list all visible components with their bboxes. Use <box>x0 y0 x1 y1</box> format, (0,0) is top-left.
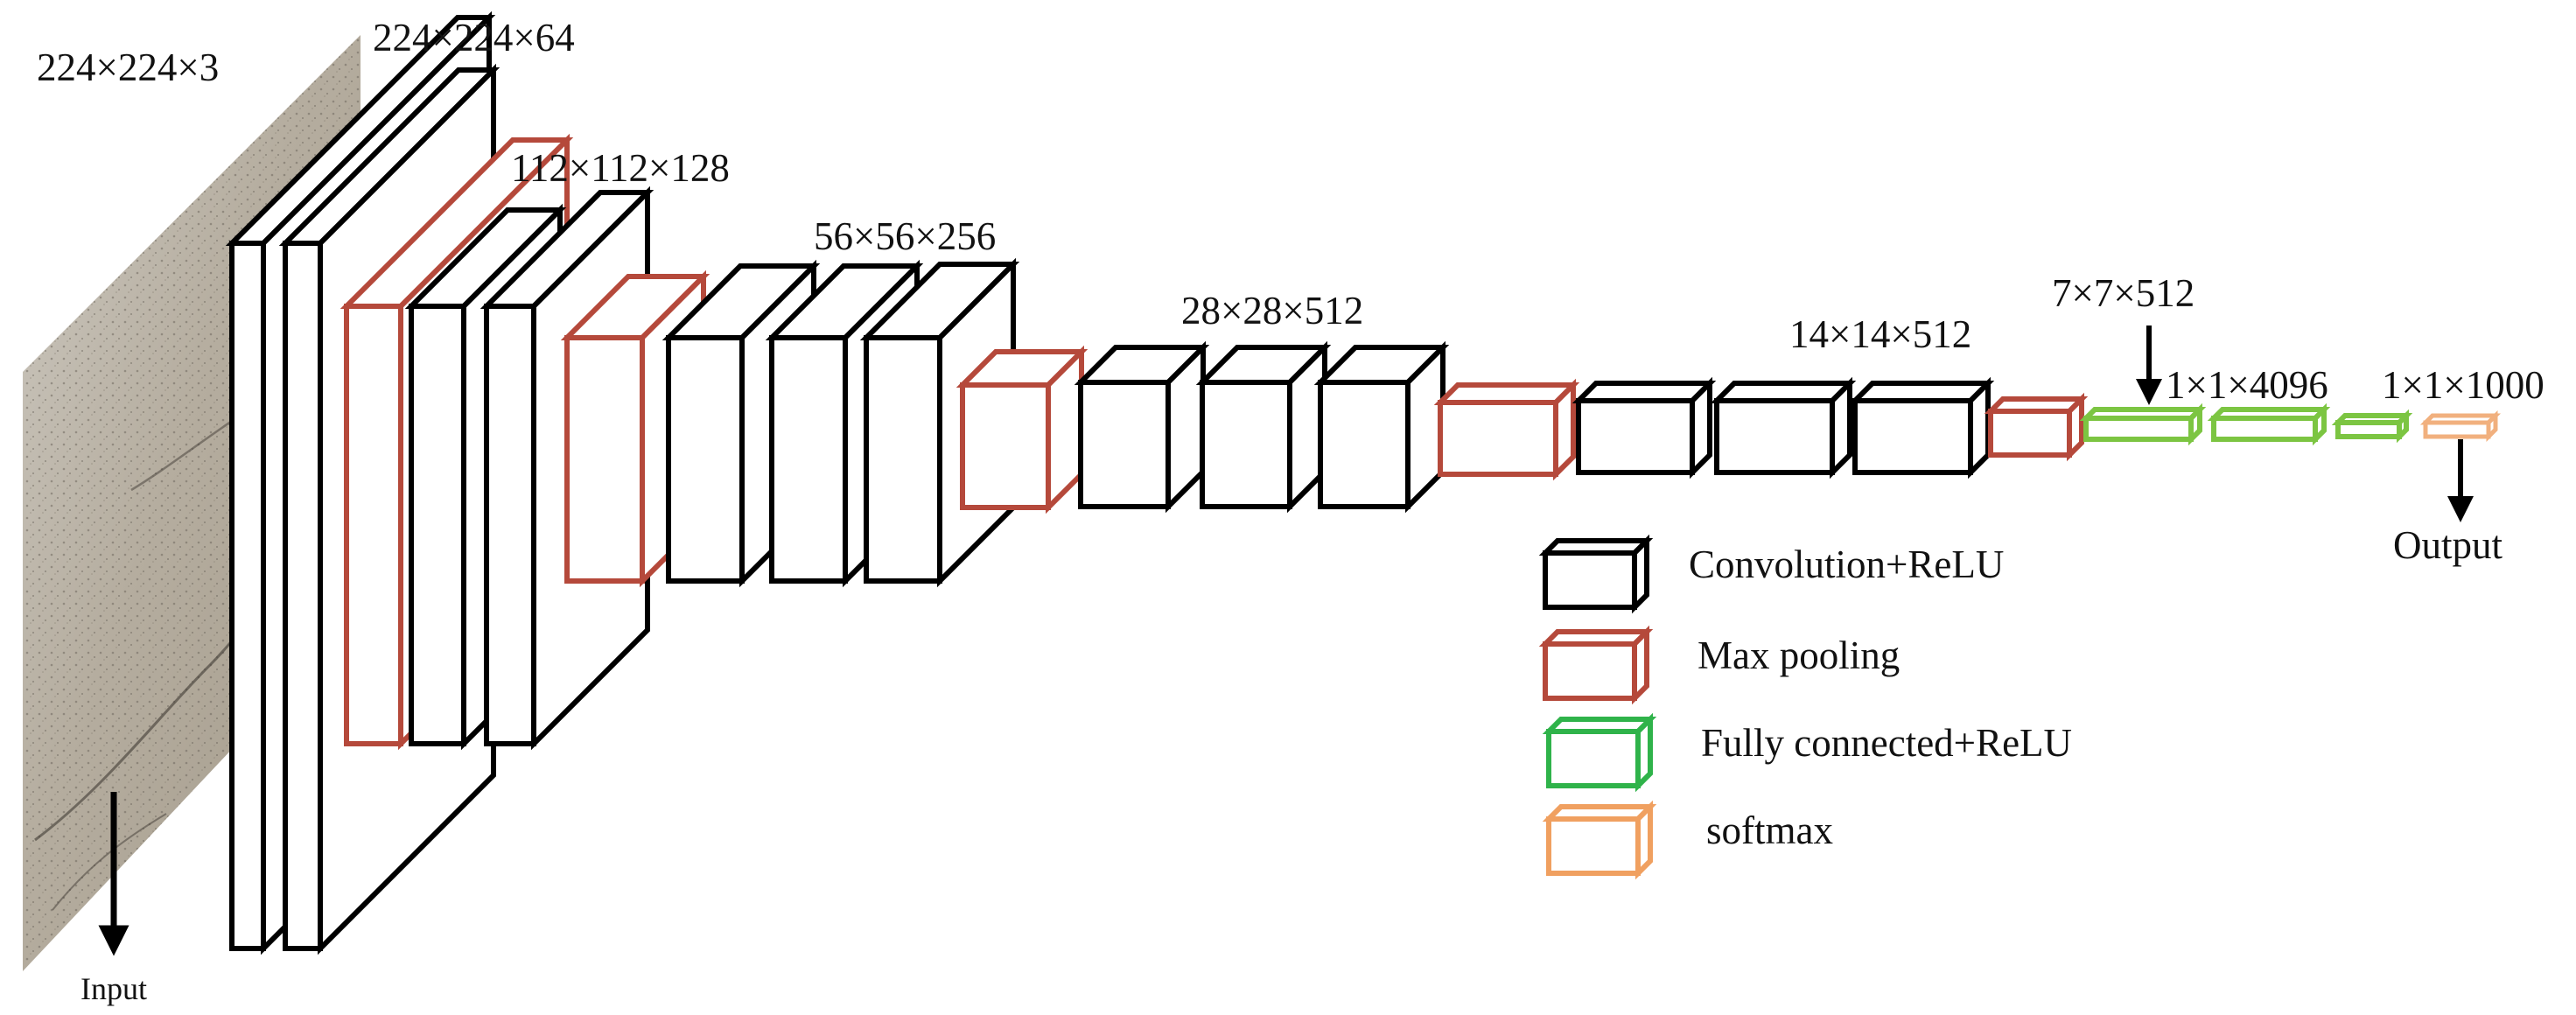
conv4-1-block <box>1074 340 1210 514</box>
pool4-block <box>1433 378 1580 481</box>
legend-item-conv: Convolution+ReLU <box>1538 534 2004 614</box>
pool5-dim-label: 7×7×512 <box>2052 271 2194 315</box>
legend-label-softmax: softmax <box>1706 808 1833 852</box>
legend-item-pool: Max pooling <box>1538 625 1900 705</box>
conv3-3-block <box>859 257 1020 588</box>
legend-label-fc: Fully connected+ReLU <box>1701 721 2072 765</box>
input-caption: Input <box>80 971 147 1006</box>
legend-cuboid-pool <box>1538 625 1654 705</box>
block2-dim-label: 112×112×128 <box>511 146 730 190</box>
fc-dim-label: 1×1×4096 <box>2166 363 2328 407</box>
legend-cuboid-fc <box>1542 712 1657 793</box>
conv4-3-block <box>1313 340 1450 514</box>
legend-swatch-softmax <box>1542 800 1657 880</box>
output-caption: Output <box>2393 523 2503 567</box>
fc8-block <box>2331 409 2413 444</box>
block4-dim-label: 28×28×512 <box>1181 289 1363 332</box>
block5-dim-label: 14×14×512 <box>1789 312 1971 356</box>
input-dim-label: 224×224×3 <box>37 46 219 89</box>
legend-swatch-fc <box>1542 712 1657 793</box>
legend-item-softmax: softmax <box>1542 800 1833 880</box>
legend-label-conv: Convolution+ReLU <box>1689 542 2004 586</box>
legend: Convolution+ReLU Max pooling Fully conne… <box>1538 534 2072 880</box>
legend-label-pool: Max pooling <box>1698 634 1900 677</box>
conv5-2-block <box>1710 376 1857 480</box>
fc7-block <box>2207 402 2331 446</box>
legend-swatch-pool <box>1538 625 1654 705</box>
legend-cuboid-conv <box>1538 534 1654 614</box>
block1-dim-label: 224×224×64 <box>373 16 575 60</box>
legend-swatch-conv <box>1538 534 1654 614</box>
conv5-1-block <box>1572 376 1717 480</box>
block3-dim-label: 56×56×256 <box>814 214 996 258</box>
legend-item-fc: Fully connected+ReLU <box>1542 712 2072 793</box>
legend-cuboid-softmax <box>1542 800 1657 880</box>
softmax-block <box>2419 410 2502 443</box>
pool3-block <box>956 345 1088 514</box>
conv5-3-block <box>1848 376 1995 480</box>
layer-blocks <box>225 10 2502 956</box>
pool5-block <box>1984 392 2089 462</box>
output-dim-label: 1×1×1000 <box>2382 363 2544 407</box>
conv4-2-block <box>1195 340 1332 514</box>
fc6-block <box>2079 402 2207 446</box>
